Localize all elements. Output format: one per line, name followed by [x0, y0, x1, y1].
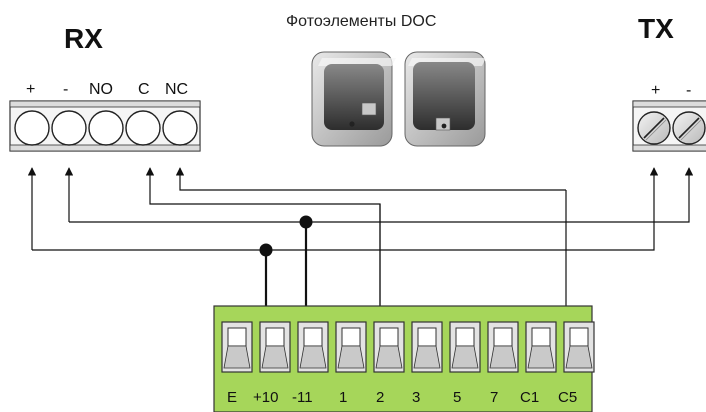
tx-terminal-label-plus: +	[651, 82, 660, 99]
wire-tx-minus	[69, 167, 694, 223]
rx-terminal-label-c: C	[138, 81, 150, 98]
board-terminal-label-minus11: -11	[292, 389, 313, 406]
board-terminal-cell	[373, 321, 405, 373]
tx-terminal-block	[632, 100, 706, 152]
rx-terminal-label-plus: +	[26, 81, 35, 98]
board-terminal-label-c1: C1	[520, 389, 539, 406]
board-terminal-cell	[563, 321, 595, 373]
board-terminal-label-5: 5	[453, 389, 461, 406]
board-terminal-cell	[259, 321, 291, 373]
rx-terminal-screw	[125, 110, 161, 146]
board-terminal-cell	[411, 321, 443, 373]
rx-terminal-label-minus: -	[63, 81, 68, 98]
board-terminal-cell	[449, 321, 481, 373]
junction-dot	[259, 243, 273, 257]
photocell-device-left	[311, 51, 396, 147]
board-terminal-label-7: 7	[490, 389, 498, 406]
rx-terminal-screw	[88, 110, 124, 146]
board-terminal-cell	[487, 321, 519, 373]
rx-terminal-label-no: NO	[89, 81, 113, 98]
photocells-caption: Фотоэлементы DOC	[286, 13, 436, 30]
board-terminal-label-plus10: +10	[253, 389, 278, 406]
board-terminal-label-e: E	[227, 389, 237, 406]
board-terminal-cell	[335, 321, 367, 373]
board-terminal-label-1: 1	[339, 389, 347, 406]
rx-terminal-label-nc: NC	[165, 81, 188, 98]
photocell-device-right	[404, 51, 486, 147]
tx-terminal-label-minus: -	[686, 82, 691, 99]
board-terminal-cell	[525, 321, 557, 373]
wiring	[27, 167, 694, 326]
tx-title: TX	[638, 13, 674, 44]
rx-terminal-screw	[162, 110, 198, 146]
wire-rx-nc	[175, 167, 566, 191]
board-terminal-cell	[297, 321, 329, 373]
board-terminal-label-3: 3	[412, 389, 420, 406]
control-board-terminal-strip	[213, 305, 595, 412]
board-terminal-label-c5: C5	[558, 389, 577, 406]
board-terminal-label-2: 2	[376, 389, 384, 406]
wire-tx-plus	[32, 167, 659, 251]
junction-dot	[299, 215, 313, 229]
rx-terminal-screw	[51, 110, 87, 146]
rx-terminal-block	[9, 100, 201, 152]
rx-title: RX	[64, 23, 103, 54]
board-terminal-cell	[221, 321, 253, 373]
rx-terminal-screw	[14, 110, 50, 146]
